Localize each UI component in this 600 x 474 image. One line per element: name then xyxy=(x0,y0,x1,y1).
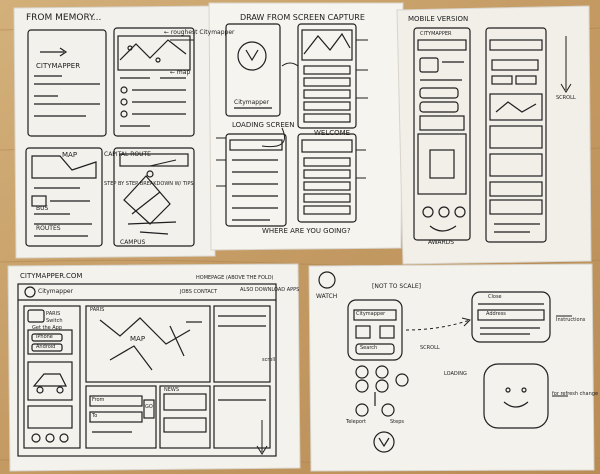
sheet-mobile xyxy=(396,5,592,265)
label-map-memory: MAP xyxy=(62,151,78,159)
label-citymapper-capture: Citymapper xyxy=(234,99,270,106)
sheet-watch xyxy=(308,263,595,472)
label-steps: Steps xyxy=(390,419,404,425)
note-above-the-fold: HOMEPAGE (ABOVE THE FOLD) xyxy=(196,275,274,281)
note-where-are-you-going: WHERE ARE YOU GOING? xyxy=(262,227,351,235)
heading-citymapper-com: CITYMAPPER.COM xyxy=(20,272,83,280)
label-citymapper-memory: CITYMAPPER xyxy=(36,62,81,70)
note-scroll-mobile: SCROLL xyxy=(556,95,576,101)
sheet-homepage xyxy=(7,263,301,472)
sketch-homepage xyxy=(17,283,277,457)
label-bus-memory: BUS xyxy=(36,205,49,212)
note-instructions: Instructions xyxy=(556,317,586,323)
note-download-apps: ALSO DOWNLOAD APPS xyxy=(240,287,300,293)
note-loading: LOADING xyxy=(444,371,467,377)
label-news: NEWS xyxy=(164,387,180,393)
label-to: To xyxy=(92,413,98,419)
label-get-the-app: Get the App xyxy=(32,325,63,331)
label-citymapper-mobile: CITYMAPPER xyxy=(420,31,452,37)
label-teleport: Teleport xyxy=(346,419,366,425)
note-welcome: WELCOME xyxy=(314,129,351,137)
heading-watch: WATCH xyxy=(316,293,338,300)
note-map: ← map xyxy=(170,69,191,76)
note-loading-screen: LOADING SCREEN xyxy=(232,121,295,129)
note-roughest: ← roughest Citymapper xyxy=(164,29,235,36)
heading-draw-from-screen-capture: DRAW FROM SCREEN CAPTURE xyxy=(240,13,365,22)
sheet-capture xyxy=(208,2,404,251)
note-capital-route: CAPITAL ROUTE xyxy=(104,151,151,158)
label-close-watch: Close xyxy=(488,294,502,300)
label-go: GO xyxy=(145,404,153,410)
label-paris-panel: PARIS xyxy=(90,307,105,313)
label-citymapper-watch: Citymapper xyxy=(356,311,386,317)
note-step-by-step: STEP BY STEP BREAKDOWN W/ TIPS xyxy=(104,181,194,187)
label-map-home: MAP xyxy=(130,335,146,343)
label-switch: Switch xyxy=(46,318,63,324)
heading-from-memory: FROM MEMORY... xyxy=(26,13,102,23)
sketch-watch xyxy=(318,271,551,453)
heading-mobile-version: MOBILE VERSION xyxy=(408,15,469,23)
note-campus: CAMPUS xyxy=(120,239,146,246)
note-refresh-change: for refresh change xyxy=(552,391,599,397)
label-iphone: iPhone xyxy=(36,334,53,340)
label-routes-memory: ROUTES xyxy=(36,225,61,232)
label-awards: AWARDS xyxy=(428,239,455,246)
label-address-watch: Address xyxy=(486,311,506,317)
label-search-watch: Search xyxy=(360,345,378,351)
sketch-capture-phones xyxy=(225,23,357,227)
label-citymapper-home: Citymapper xyxy=(38,288,74,295)
note-scroll-watch: SCROLL xyxy=(420,345,440,351)
label-from: From xyxy=(92,397,105,403)
sketch-memory-phones xyxy=(25,27,195,247)
label-jobs-contact: JOBS CONTACT xyxy=(180,289,218,295)
note-not-to-scale: [NOT TO SCALE] xyxy=(372,283,421,290)
note-scroll-home: scroll xyxy=(262,357,276,363)
label-paris-city: PARIS xyxy=(46,311,61,317)
sketch-mobile-pages xyxy=(413,27,547,243)
label-android: Android xyxy=(36,344,56,350)
